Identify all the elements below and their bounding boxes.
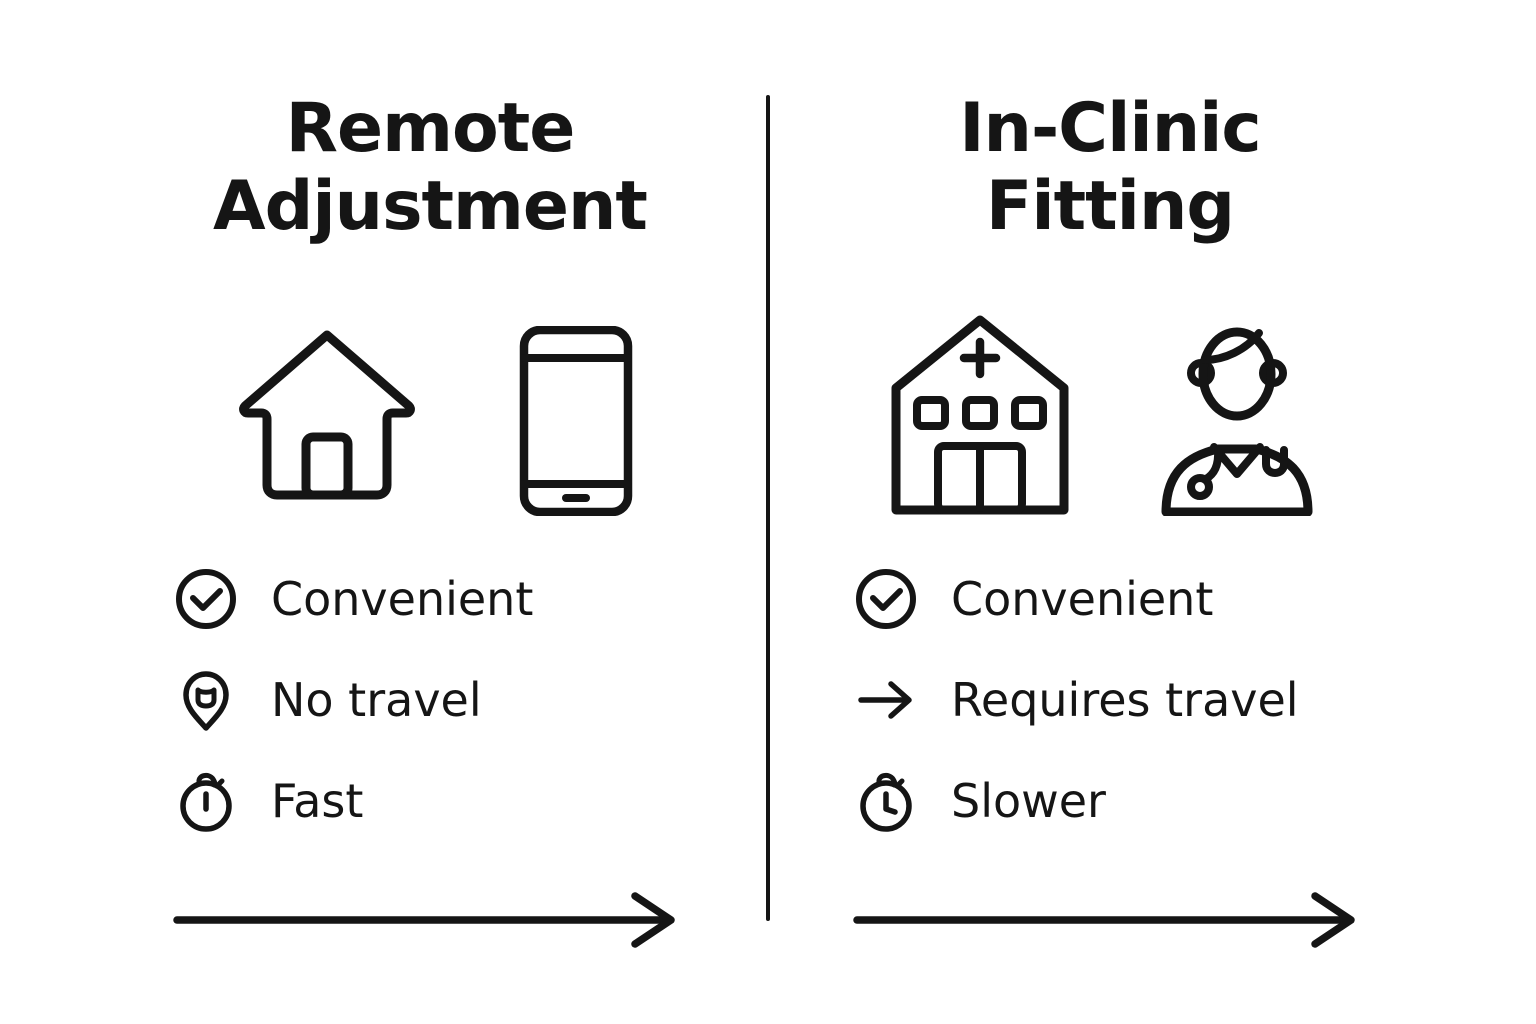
list-item: Convenient: [853, 566, 1395, 632]
column-in-clinic-fitting: In-Clinic Fitting: [825, 0, 1395, 950]
check-circle-icon: [173, 566, 239, 632]
feature-label: No travel: [271, 673, 482, 728]
feature-label: Convenient: [951, 572, 1214, 627]
title-line-2: Fitting: [985, 167, 1235, 247]
feature-label: Convenient: [271, 572, 534, 627]
icon-row: [145, 304, 715, 517]
vertical-divider: [766, 95, 770, 921]
stopwatch-icon: [853, 768, 919, 834]
list-item: Slower: [853, 768, 1395, 834]
timeline-arrow: [825, 890, 1395, 950]
page-title: Remote Adjustment: [145, 89, 715, 247]
feature-list: Convenient No travel: [145, 566, 715, 834]
feature-label: Fast: [271, 774, 364, 829]
list-item: Requires travel: [853, 667, 1395, 733]
timeline-arrow: [145, 890, 715, 950]
home-icon: [227, 316, 427, 516]
stopwatch-icon: [173, 768, 239, 834]
feature-label: Slower: [951, 774, 1106, 829]
column-remote-adjustment: Remote Adjustment: [145, 0, 715, 950]
list-item: Convenient: [173, 566, 715, 632]
hospital-icon: [888, 308, 1072, 516]
feature-label: Requires travel: [951, 673, 1299, 728]
icon-row: [825, 304, 1395, 517]
page-title: In-Clinic Fitting: [825, 89, 1395, 247]
list-item: No travel: [173, 667, 715, 733]
arrow-right-icon: [853, 667, 919, 733]
smartphone-icon: [519, 326, 633, 517]
title-line-2: Adjustment: [213, 167, 648, 247]
check-circle-icon: [853, 566, 919, 632]
title-line-1: Remote: [285, 89, 576, 168]
doctor-icon: [1142, 316, 1332, 517]
title-line-1: In-Clinic: [959, 89, 1261, 168]
list-item: Fast: [173, 768, 715, 834]
location-pin-icon: [173, 667, 239, 733]
feature-list: Convenient Requires travel: [825, 566, 1395, 834]
